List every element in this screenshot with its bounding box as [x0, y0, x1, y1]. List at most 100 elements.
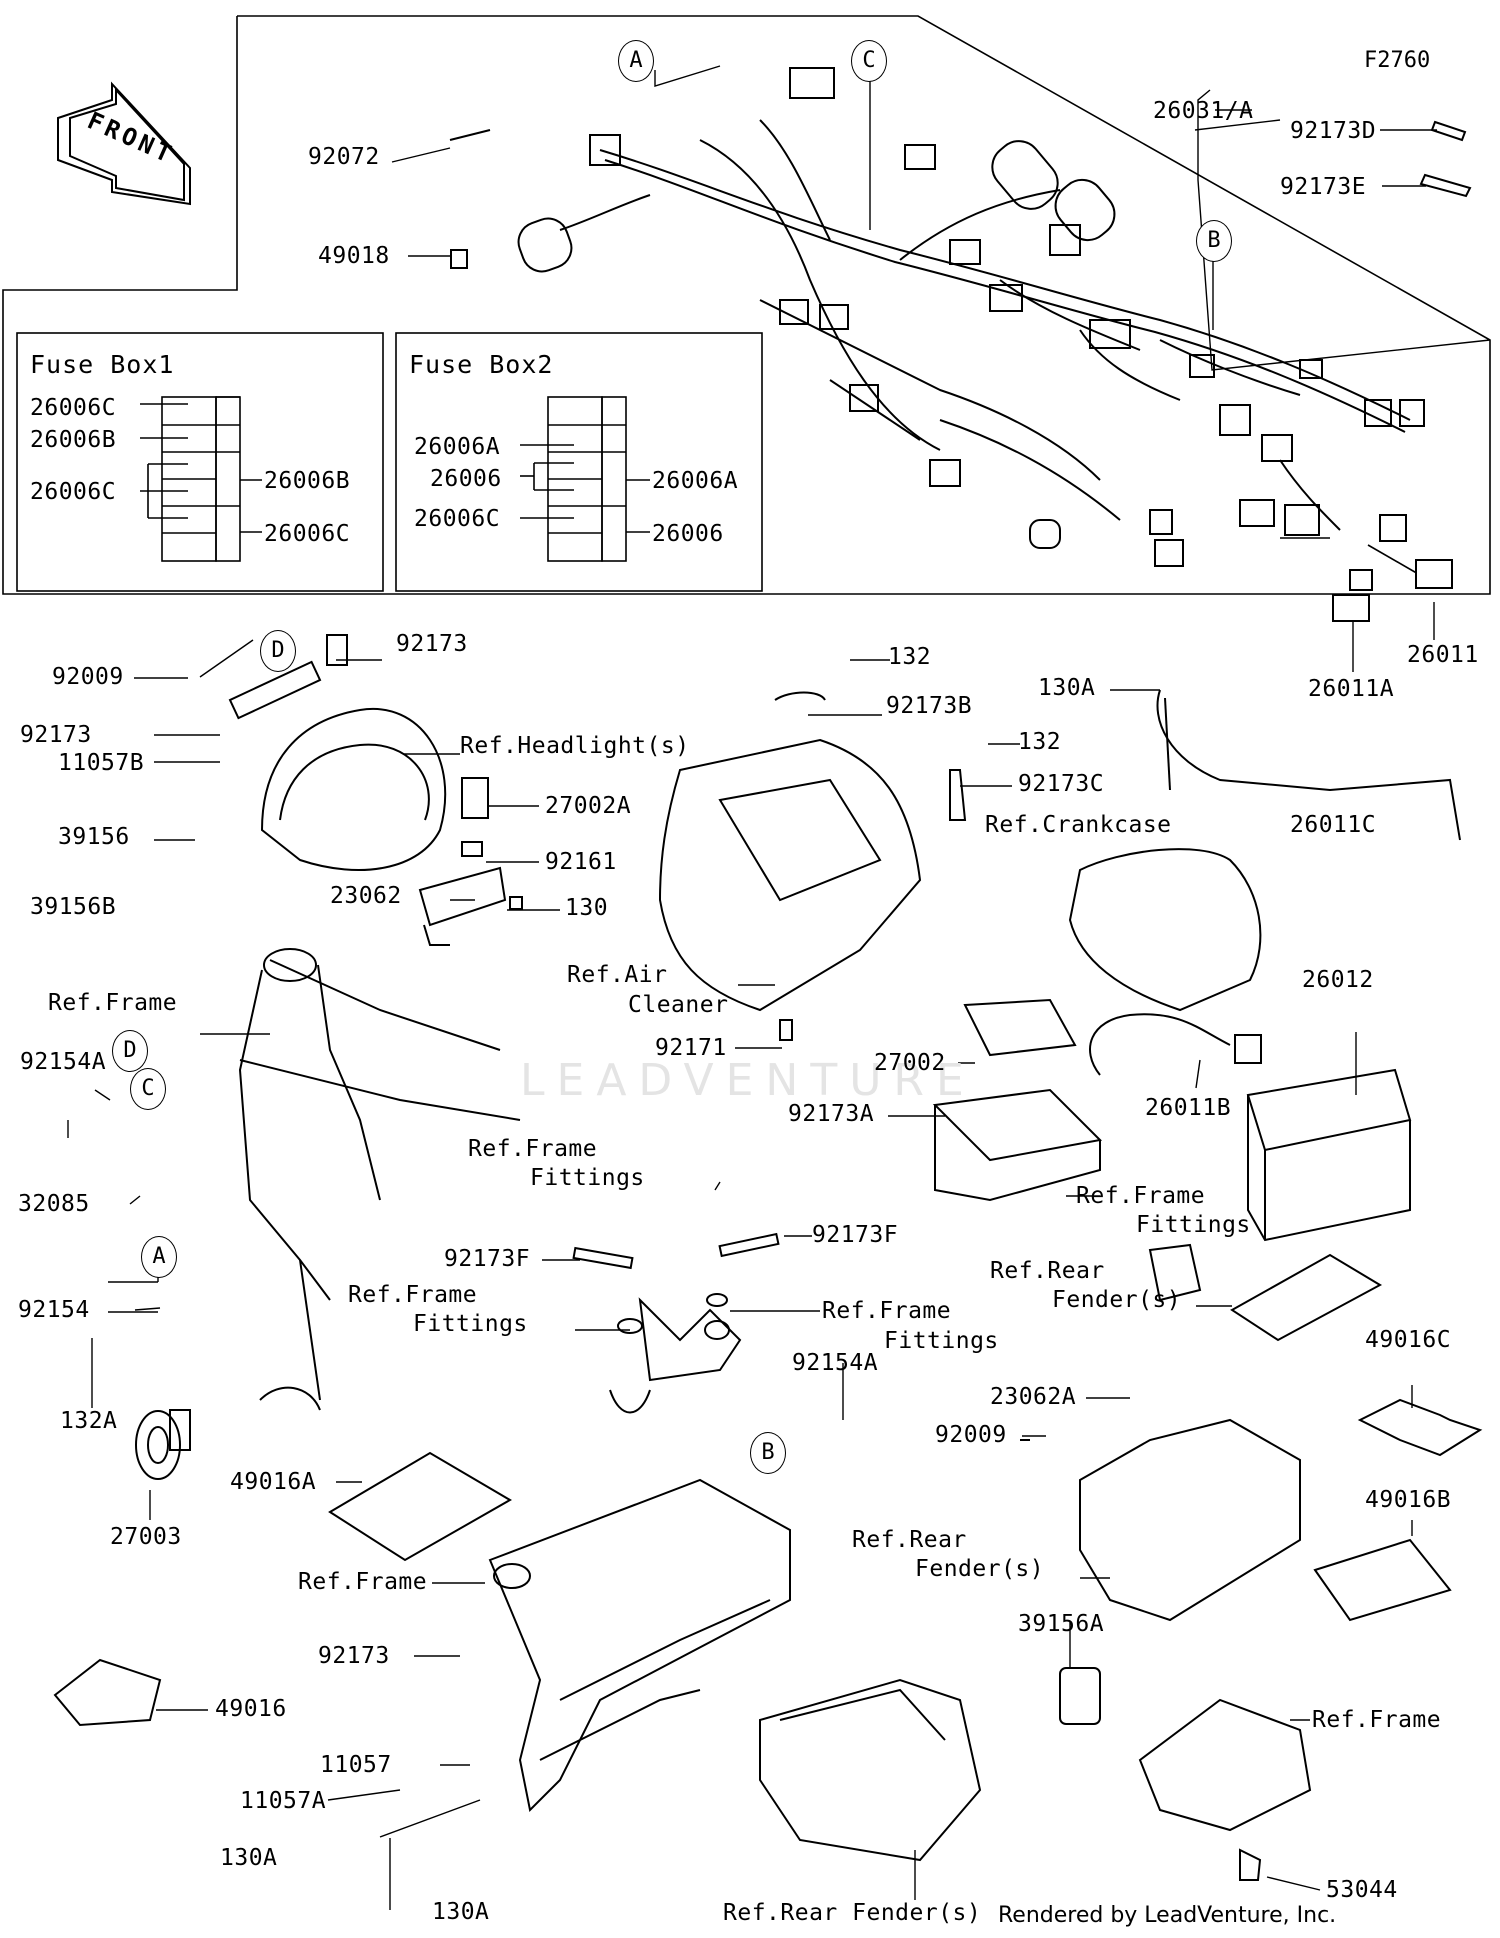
part-label: 49016A: [230, 1469, 317, 1495]
part-label: 92009: [52, 664, 124, 690]
horn-icon: [135, 1409, 191, 1480]
part-label: 92173A: [788, 1101, 875, 1127]
part-label: 132: [1018, 729, 1062, 755]
relay-26011-icon: [1332, 559, 1453, 622]
figure-code: F2760: [1364, 48, 1431, 73]
part-label: 26011A: [1308, 676, 1395, 702]
part-label: 11057A: [240, 1788, 327, 1814]
callout-a-top: A: [618, 40, 654, 82]
fuse-box-2-frame: [395, 332, 763, 592]
part-label: 92173F: [812, 1222, 899, 1248]
part-label: 130A: [432, 1899, 490, 1925]
fuse-box-1-label: 26006C: [30, 395, 117, 421]
ref-frame-fittings: Fittings: [884, 1328, 999, 1354]
credit-text: Rendered by LeadVenture, Inc.: [998, 1903, 1337, 1928]
harness-boundary: [2, 15, 1491, 595]
watermark: LEADVENTURE: [520, 1055, 976, 1106]
callout-a-left: A: [141, 1236, 177, 1278]
battery-icon: [1230, 1068, 1412, 1342]
part-label: 92173C: [1018, 771, 1105, 797]
clamp-parts-icon: [449, 120, 1472, 269]
frame-front-icon: [238, 948, 521, 1411]
ref-headlight: Ref.Headlight(s): [460, 733, 690, 759]
part-label: 27002A: [545, 793, 632, 819]
part-label: 132: [888, 644, 932, 670]
mount-bracket-icon: [572, 1232, 780, 1414]
fuse-box-1-block: [140, 396, 262, 562]
relay-bracket-icon: [418, 777, 523, 946]
ref-frame-fittings: Fittings: [413, 1311, 528, 1337]
frame-rear-icon: [488, 1478, 791, 1813]
part-label: 92173E: [1280, 174, 1367, 200]
part-label: 49016: [215, 1696, 287, 1722]
fuse-box-1-title: Fuse Box1: [30, 350, 175, 379]
front-arrow-icon: [57, 81, 191, 206]
ref-frame: Ref.Frame: [1312, 1707, 1442, 1733]
part-label: 26011C: [1290, 812, 1377, 838]
fuse-box-1-label: 26006C: [30, 479, 117, 505]
part-label: 39156B: [30, 894, 117, 920]
fuse-box-2-label: 26006: [652, 521, 724, 547]
fuse-box-2-label: 26006: [430, 466, 502, 492]
part-label: 26012: [1302, 967, 1374, 993]
part-label: 26011: [1407, 642, 1479, 668]
ref-rear-fender: Ref.Rear: [852, 1527, 967, 1553]
part-label: 130A: [1038, 675, 1096, 701]
part-label: 92173: [396, 631, 468, 657]
callout-b-mid: B: [750, 1432, 786, 1474]
part-label: 53044: [1326, 1877, 1398, 1903]
ref-rear-fender: Ref.Rear: [990, 1258, 1105, 1284]
part-label: 92072: [308, 144, 380, 170]
fuse-box-1-label: 26006C: [264, 521, 351, 547]
part-label: 92154: [18, 1297, 90, 1323]
part-label: 92173: [318, 1643, 390, 1669]
ref-crankcase: Ref.Crankcase: [985, 812, 1172, 838]
part-label: 130A: [220, 1845, 278, 1871]
part-label: 92173B: [886, 693, 973, 719]
battery-cable-26011B-icon: [1089, 1013, 1262, 1076]
headlight-bracket-icon: [228, 634, 447, 871]
rear-fender-tray-icon: [1020, 1243, 1301, 1622]
part-label: 130: [565, 895, 609, 921]
part-label: 23062A: [990, 1384, 1077, 1410]
ref-frame-fittings: Fittings: [530, 1165, 645, 1191]
part-label: 49016B: [1365, 1487, 1452, 1513]
part-label: 92171: [655, 1035, 727, 1061]
part-label: 92173F: [444, 1246, 531, 1272]
part-label: 39156A: [1018, 1611, 1105, 1637]
part-label: 132A: [60, 1408, 118, 1434]
part-label: 23062: [330, 883, 402, 909]
ref-frame: Ref.Frame: [298, 1569, 428, 1595]
ecu-icon: [932, 998, 1103, 1202]
fuse-box-2-label: 26006C: [414, 506, 501, 532]
part-label: 11057: [320, 1752, 392, 1778]
part-label: 27002: [874, 1050, 946, 1076]
callout-b-top: B: [1196, 220, 1232, 262]
ref-frame-fittings: Ref.Frame: [1076, 1183, 1206, 1209]
part-label: 92161: [545, 849, 617, 875]
part-label: 92173D: [1290, 118, 1377, 144]
fuse-box-2-label: 26006A: [652, 468, 739, 494]
ref-frame-fittings: Fittings: [1136, 1212, 1251, 1238]
ref-frame: Ref.Frame: [48, 990, 178, 1016]
part-label: 27003: [110, 1524, 182, 1550]
part-label: 92009: [935, 1422, 1007, 1448]
fuse-box-2-label: 26006A: [414, 434, 501, 460]
callout-d-top: D: [260, 630, 296, 672]
part-label: 49016C: [1365, 1327, 1452, 1353]
callout-c-left: C: [130, 1068, 166, 1110]
part-label: 92173: [20, 722, 92, 748]
ref-frame-fittings: Ref.Frame: [348, 1282, 478, 1308]
rear-frame-right-icon: [1138, 1698, 1312, 1881]
part-label: 92154A: [20, 1049, 107, 1075]
callout-d-left: D: [112, 1030, 148, 1072]
ref-air-cleaner: Cleaner: [628, 992, 729, 1018]
ref-rear-fender: Fender(s): [1052, 1287, 1182, 1313]
rear-fender-icon: [759, 1667, 1101, 1862]
insulator-sheets-icon: [53, 1398, 1483, 1727]
part-label: 92154A: [792, 1350, 879, 1376]
fuse-box-1-label: 26006B: [264, 468, 351, 494]
fuse-box-2-block: [520, 396, 650, 562]
part-label: 11057B: [58, 750, 145, 776]
